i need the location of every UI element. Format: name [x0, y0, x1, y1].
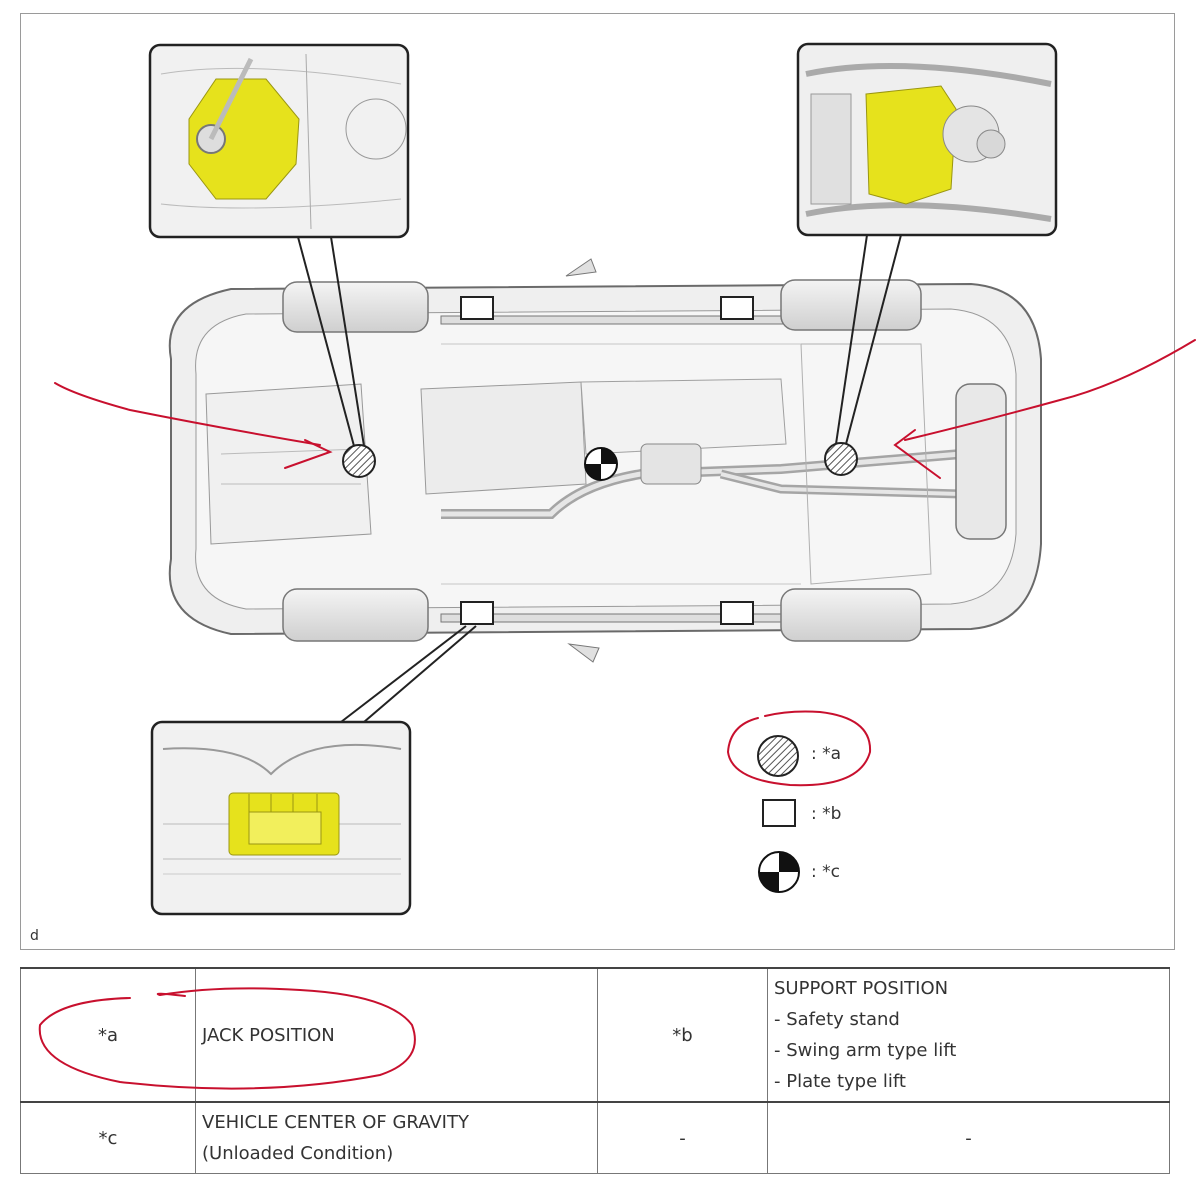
legend-label-b: : *b	[811, 804, 842, 824]
legend-cog-symbol	[758, 851, 800, 893]
desc-line: SUPPORT POSITION	[774, 978, 949, 999]
desc-line: JACK POSITION	[202, 1024, 335, 1046]
legend-table: *a JACK POSITION *b SUPPORT POSITION - S…	[20, 967, 1170, 1174]
legend-symbols	[757, 735, 800, 893]
table-cell-desc: SUPPORT POSITION - Safety stand - Swing …	[767, 967, 1170, 1103]
car-underbody	[168, 258, 1042, 663]
callout-leaders	[297, 234, 902, 723]
table-cell-desc: -	[767, 1101, 1170, 1174]
desc-line: - Swing arm type lift	[774, 1040, 957, 1061]
table-cell-desc: JACK POSITION	[195, 967, 598, 1103]
legend-label-c: : *c	[811, 862, 840, 882]
figure-id-label: d	[30, 928, 39, 944]
legend-support-symbol	[762, 799, 796, 827]
vehicle-underbody-diagram	[148, 42, 1058, 916]
desc-line: (Unloaded Condition)	[202, 1143, 394, 1164]
center-of-gravity-marker	[584, 447, 618, 481]
support-position-markers	[460, 296, 754, 625]
diagram-figure: : *a : *b : *c d	[20, 13, 1175, 950]
desc-line: VEHICLE CENTER OF GRAVITY	[202, 1112, 469, 1133]
table-row: *a JACK POSITION *b SUPPORT POSITION - S…	[20, 967, 1170, 1103]
table-cell-key: *c	[20, 1101, 196, 1174]
inset-rear-jack-point	[796, 42, 1058, 237]
legend-jack-symbol	[757, 735, 799, 777]
inset-front-jack-point	[148, 43, 410, 239]
table-cell-key: *b	[597, 967, 768, 1103]
table-cell-key: -	[597, 1101, 768, 1174]
desc-line: - Plate type lift	[774, 1071, 906, 1092]
legend-label-a: : *a	[811, 744, 842, 764]
table-cell-key: *a	[20, 967, 196, 1103]
table-cell-desc: VEHICLE CENTER OF GRAVITY (Unloaded Cond…	[195, 1101, 598, 1174]
desc-line: - Safety stand	[774, 1009, 900, 1030]
inset-support-point	[150, 720, 412, 916]
table-row: *c VEHICLE CENTER OF GRAVITY (Unloaded C…	[20, 1101, 1170, 1174]
jack-position-markers	[342, 442, 858, 478]
